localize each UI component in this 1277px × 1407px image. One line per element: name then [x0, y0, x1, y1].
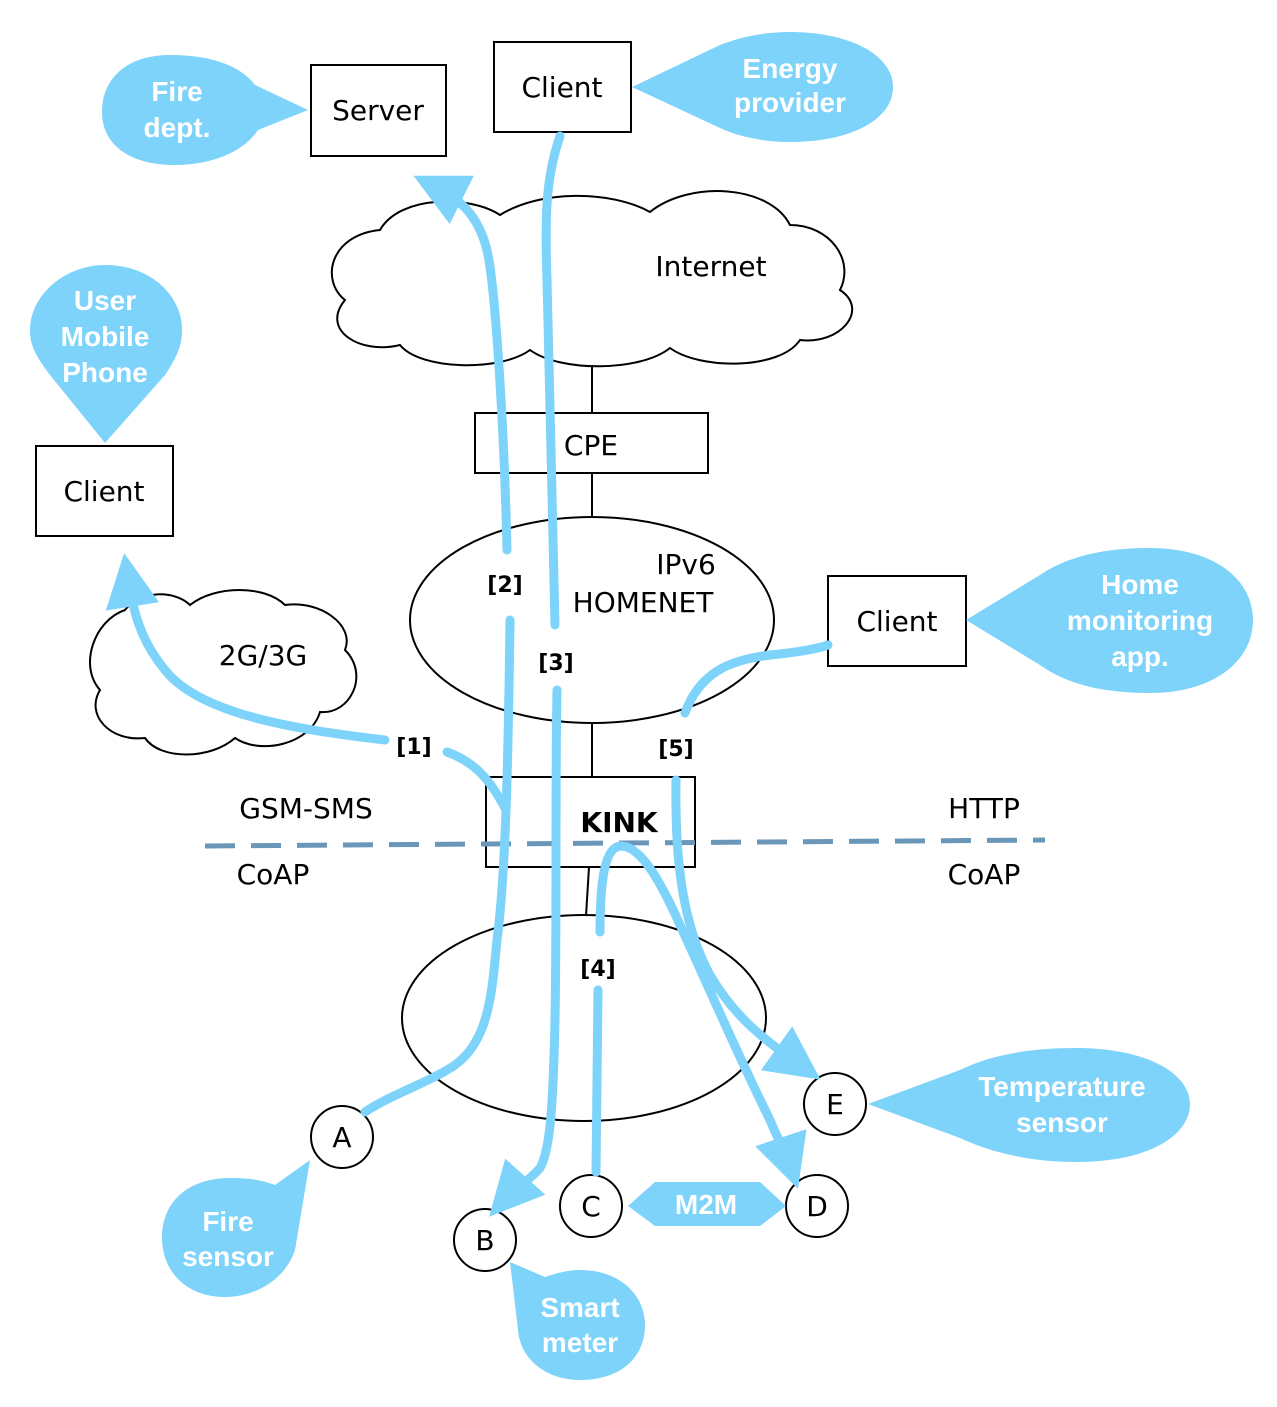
bubble-smartmeter-line1: Smart	[540, 1292, 619, 1323]
flow-3-upper	[541, 131, 565, 630]
flow-3-lower	[489, 685, 562, 1217]
cpe-label: CPE	[564, 429, 618, 462]
device-a-label: A	[332, 1121, 351, 1154]
connector	[585, 866, 590, 917]
bubble-user-line2: Mobile	[61, 321, 150, 352]
device-a[interactable]	[310, 1105, 374, 1169]
bubble-energy-line2: provider	[734, 87, 846, 118]
bubble-user-mobile	[30, 265, 182, 443]
flow-5-lower	[671, 775, 821, 1080]
protocol-gsm-sms: GSM-SMS	[239, 792, 372, 825]
bubble-home-line2: monitoring	[1067, 605, 1213, 636]
bubble-energy-provider	[632, 32, 893, 142]
flow-4-lower	[591, 985, 603, 1177]
bubble-fire-sensor	[162, 1160, 310, 1297]
flow-4-upper	[595, 841, 807, 1189]
cpe-box[interactable]	[474, 412, 709, 474]
bubble-home-monitoring	[966, 548, 1253, 693]
server-label: Server	[332, 94, 424, 127]
flow-2-upper	[413, 175, 512, 555]
homenet-label-2: HOMENET	[573, 586, 715, 619]
bubble-smartmeter-line2: meter	[542, 1327, 618, 1358]
client-home-label: Client	[856, 605, 937, 638]
bubble-home-line3: app.	[1111, 641, 1169, 672]
structure	[35, 41, 967, 1272]
bubble-temp-line1: Temperature	[978, 1071, 1146, 1102]
flow-2	[360, 615, 515, 1117]
protocol-http: HTTP	[948, 792, 1020, 825]
flow-label-2: [2]	[487, 573, 522, 598]
bubbles	[30, 32, 1253, 1380]
device-c[interactable]	[559, 1174, 623, 1238]
bubble-firesensor-line1: Fire	[202, 1206, 253, 1237]
device-b[interactable]	[453, 1208, 517, 1272]
flow-label-4: [4]	[580, 957, 615, 982]
server-box[interactable]	[310, 64, 447, 157]
device-e-label: E	[826, 1088, 844, 1121]
device-e[interactable]	[803, 1072, 867, 1136]
flow-1-upper	[105, 553, 390, 745]
bubble-user-line1: User	[74, 285, 136, 316]
kink-label: KINK	[580, 806, 659, 839]
bubble-user-line3: Phone	[62, 357, 148, 388]
bubble-firesensor-line2: sensor	[182, 1241, 274, 1272]
flow-1-lower	[442, 747, 510, 813]
bubble-fire-dept	[102, 55, 308, 165]
protocol-coap-left: CoAP	[237, 858, 310, 891]
device-c-label: C	[581, 1190, 601, 1223]
client-energy-label: Client	[521, 71, 602, 104]
bubble-home-line1: Home	[1101, 569, 1179, 600]
homenet-ellipse	[409, 516, 775, 724]
m2m-label: M2M	[675, 1189, 737, 1220]
internet-cloud	[330, 190, 854, 368]
protocol-coap-right: CoAP	[948, 858, 1021, 891]
bubble-smart-meter	[510, 1262, 645, 1380]
client-mobile-box[interactable]	[35, 445, 174, 537]
client-mobile-label: Client	[63, 475, 144, 508]
m2m-arrow	[628, 1182, 786, 1226]
sensor-network-ellipse	[401, 914, 767, 1122]
homenet-label-1: IPv6	[656, 548, 716, 581]
device-b-label: B	[475, 1224, 494, 1257]
bubble-fire-dept-line1: Fire	[151, 76, 202, 107]
kink-box[interactable]	[485, 776, 696, 868]
bubble-temp-line2: sensor	[1016, 1107, 1108, 1138]
flow-5-upper	[680, 640, 833, 718]
flow-label-1: [1]	[396, 735, 431, 760]
internet-label: Internet	[655, 250, 766, 283]
bubble-fire-dept-line2: dept.	[144, 112, 211, 143]
client-home-box[interactable]	[827, 575, 967, 667]
cellular-cloud	[89, 589, 358, 756]
device-d-label: D	[806, 1190, 828, 1223]
flow-label-5: [5]	[658, 737, 693, 762]
cellular-label: 2G/3G	[219, 639, 307, 672]
flow-label-3: [3]	[538, 651, 573, 676]
flows	[105, 131, 833, 1217]
client-energy-box[interactable]	[493, 41, 632, 133]
bubble-temperature-sensor	[868, 1048, 1190, 1162]
bubble-energy-line1: Energy	[743, 53, 838, 84]
